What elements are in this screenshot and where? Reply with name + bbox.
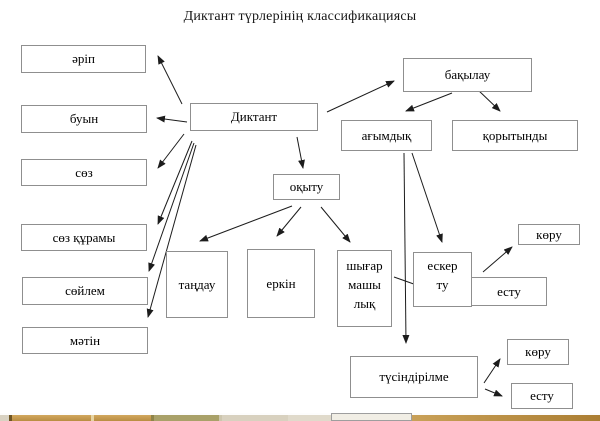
arrow-tusindirilme-koru bbox=[483, 358, 501, 384]
node-estu-top: есту bbox=[471, 277, 547, 306]
arrow-okytu-erkin bbox=[276, 206, 302, 237]
arrow-tusindirilme-estu bbox=[484, 388, 503, 397]
arrow-eskertu-koru bbox=[482, 246, 513, 273]
node-tandau: таңдау bbox=[166, 251, 228, 318]
taskbar-divider bbox=[9, 415, 12, 421]
arrow-okytu-tandau bbox=[199, 205, 293, 242]
node-koru-top: көру bbox=[518, 224, 580, 245]
arrow-okytu-shygarmashylyk bbox=[320, 206, 351, 243]
node-korytyndy: қорытынды bbox=[452, 120, 578, 151]
node-shygarmashylyk: шығар машы лық bbox=[337, 250, 392, 327]
node-matin: мәтін bbox=[22, 327, 148, 354]
arrow-agymdyk-eskertu bbox=[411, 152, 443, 243]
taskbar-segment bbox=[94, 415, 151, 421]
taskbar-button[interactable] bbox=[331, 413, 412, 421]
node-soilem: сөйлем bbox=[22, 277, 148, 305]
taskbar-segment bbox=[0, 415, 9, 421]
node-arip: әріп bbox=[21, 45, 146, 73]
taskbar-segment bbox=[12, 415, 91, 421]
node-estu-bottom: есту bbox=[511, 383, 573, 409]
taskbar-divider bbox=[151, 415, 154, 421]
taskbar-divider bbox=[219, 415, 222, 421]
arrow-diktant-buyn bbox=[156, 115, 188, 123]
node-okytu: оқыту bbox=[273, 174, 340, 200]
arrow-agymdyk-tusindirilme bbox=[402, 152, 410, 344]
node-soz: сөз bbox=[21, 159, 147, 186]
arrow-diktant-arip bbox=[157, 55, 183, 105]
node-eskertu: ескер ту bbox=[413, 252, 472, 307]
taskbar-segment bbox=[412, 415, 600, 421]
diagram-title: Диктант түрлерінің классификациясы bbox=[183, 9, 417, 24]
arrow-diktant-soz-kuramy bbox=[157, 140, 193, 225]
node-agymdyk: ағымдық bbox=[341, 120, 432, 151]
node-tusindirilme: түсіндірілме bbox=[350, 356, 478, 398]
arrow-diktant-soz bbox=[157, 133, 185, 169]
node-erkin: еркін bbox=[247, 249, 315, 318]
node-soz-kuramy: сөз құрамы bbox=[21, 224, 147, 251]
taskbar-segment bbox=[222, 415, 288, 421]
arrow-diktant-bakylau bbox=[326, 80, 395, 113]
taskbar-divider bbox=[91, 415, 94, 421]
arrow-bakylau-korytyndy bbox=[476, 88, 501, 112]
node-koru-bottom: көру bbox=[507, 339, 569, 365]
node-buyn: буын bbox=[21, 105, 147, 133]
node-bakylau: бақылау bbox=[403, 58, 532, 92]
taskbar-sliver[interactable] bbox=[0, 413, 600, 421]
taskbar-segment bbox=[288, 415, 331, 421]
node-diktant: Диктант bbox=[190, 103, 318, 131]
arrow-diktant-okytu bbox=[296, 136, 305, 169]
arrow-bakylau-agymdyk bbox=[405, 92, 453, 112]
taskbar-segment bbox=[154, 415, 219, 421]
